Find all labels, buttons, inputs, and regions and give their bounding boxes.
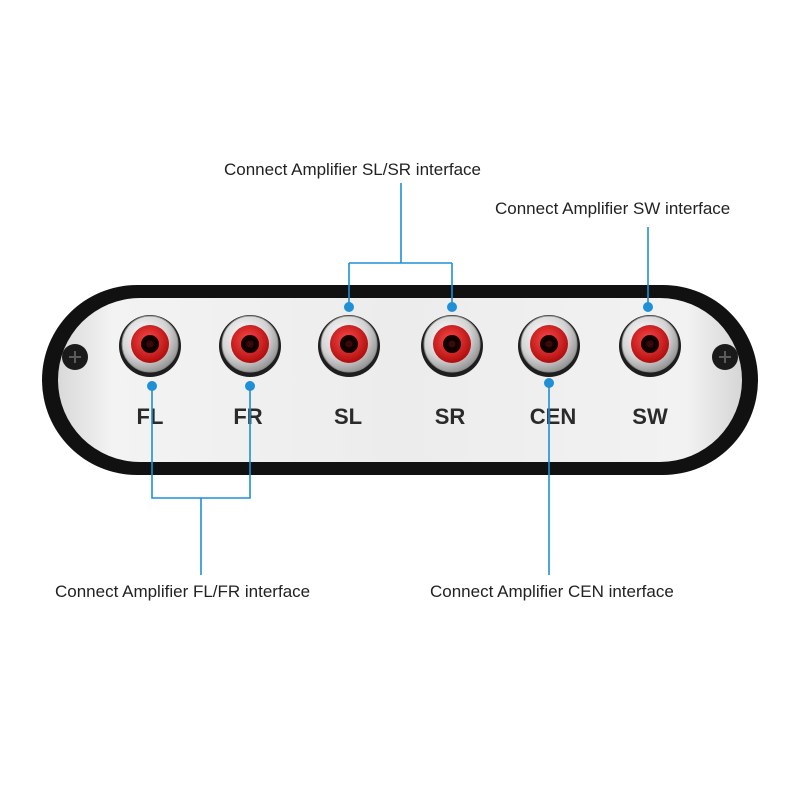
leader-dots — [147, 302, 653, 391]
port-label-sl: SL — [334, 404, 362, 429]
port-label-sw: SW — [632, 404, 668, 429]
callout-sl-sr: Connect Amplifier SL/SR interface — [224, 160, 482, 179]
dot-sw — [643, 302, 653, 312]
port-label-fl: FL — [137, 404, 164, 429]
port-labels: FL FR SL SR CEN SW — [137, 404, 668, 429]
jack-sw — [619, 315, 681, 377]
leader-fl-fr — [151, 386, 251, 575]
dot-fr — [245, 381, 255, 391]
jack-fl — [119, 315, 181, 377]
jack-cen — [518, 315, 580, 377]
dot-sl — [344, 302, 354, 312]
jack-sr — [421, 315, 483, 377]
callout-cen: Connect Amplifier CEN interface — [430, 582, 674, 601]
dot-sr — [447, 302, 457, 312]
screw-left-icon — [62, 344, 88, 370]
jack-sl — [318, 315, 380, 377]
port-label-sr: SR — [435, 404, 466, 429]
port-label-fr: FR — [233, 404, 262, 429]
callout-sw: Connect Amplifier SW interface — [495, 199, 731, 218]
dot-fl — [147, 381, 157, 391]
dot-cen — [544, 378, 554, 388]
jack-fr — [219, 315, 281, 377]
port-label-cen: CEN — [530, 404, 576, 429]
leader-lines — [151, 183, 649, 575]
leader-sl-sr — [348, 183, 453, 306]
screw-right-icon — [712, 344, 738, 370]
rca-jacks — [119, 315, 681, 377]
callout-fl-fr: Connect Amplifier FL/FR interface — [55, 582, 311, 601]
